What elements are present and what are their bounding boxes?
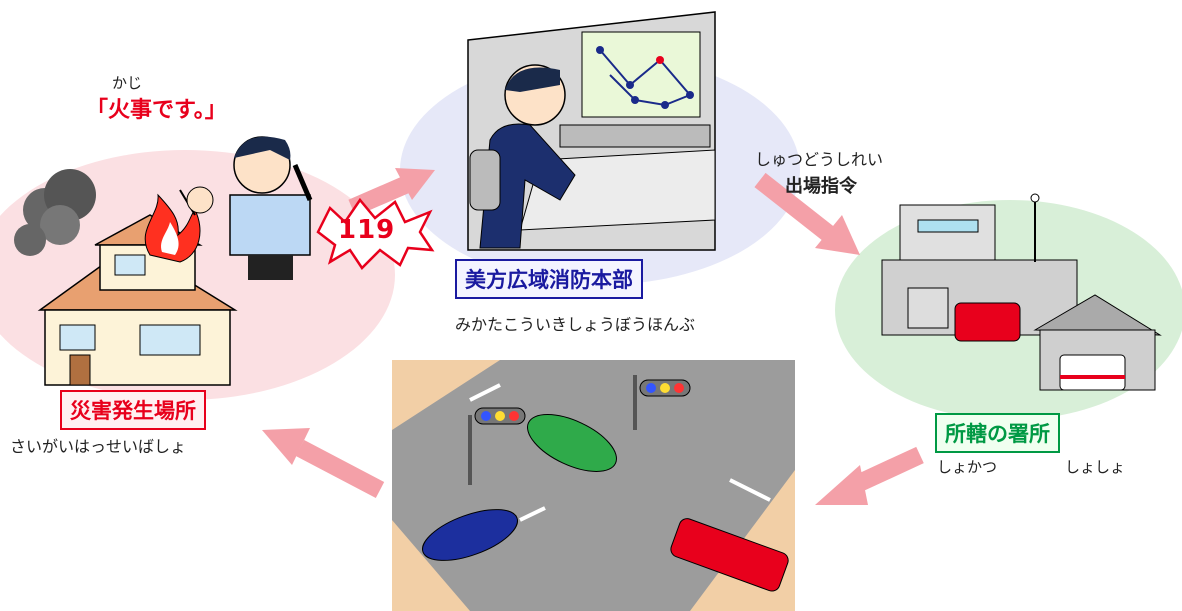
emergency-number-burst — [316, 197, 435, 270]
headquarters-label: 美方広域消防本部 — [455, 259, 643, 299]
station-label: 所轄の署所 — [935, 413, 1060, 453]
caller-illustration — [179, 136, 313, 280]
arrow-hq-to-station — [754, 172, 860, 255]
caller-quote-ruby: かじ — [112, 74, 143, 92]
intersection-illustration — [392, 360, 795, 611]
station-reading-right: しょしょ — [1065, 458, 1126, 476]
dispatcher-illustration — [467, 11, 716, 251]
dispatch-label: 出場指令 — [785, 176, 857, 197]
incident-site-reading: さいがいはっせいばしょ — [10, 437, 187, 456]
station-reading-left: しょかつ — [937, 458, 998, 476]
arrow-station-to-road — [815, 446, 924, 505]
dispatch-ruby: しゅつどうしれい — [755, 150, 884, 169]
incident-site-label: 災害発生場所 — [60, 390, 206, 430]
headquarters-reading: みかたこういきしょうぼうほんぶ — [455, 315, 696, 334]
emergency-number: 119 — [338, 215, 396, 245]
caller-quote: 「火事です。」 — [86, 98, 227, 123]
fire-station-illustration — [881, 193, 1162, 391]
house-on-fire-illustration — [14, 169, 238, 386]
arrow-road-to-incident — [262, 428, 385, 498]
